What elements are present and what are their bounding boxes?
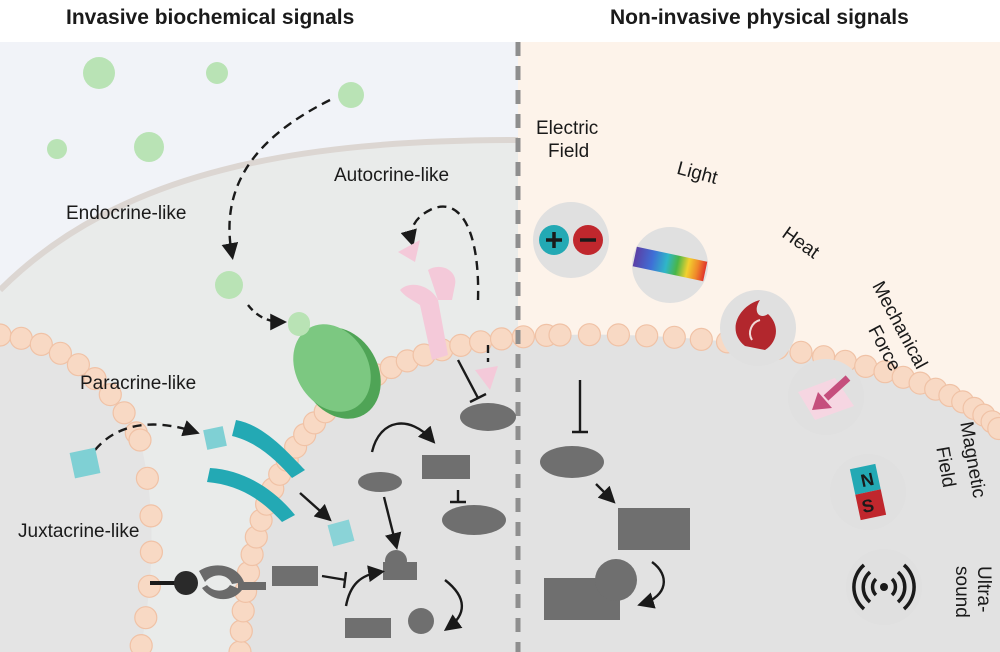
spectrum-icon xyxy=(632,227,708,303)
pressing-arrow-icon xyxy=(788,359,864,435)
endocrine-label: Endocrine-like xyxy=(66,203,187,224)
membrane-bead xyxy=(689,327,713,351)
right-pathway xyxy=(540,380,690,620)
membrane-bead xyxy=(229,619,253,643)
electric-label-line1: Electric xyxy=(536,118,599,139)
membrane-bead xyxy=(139,540,163,564)
membrane-bead xyxy=(98,383,122,407)
membrane-bead xyxy=(66,353,91,377)
autocrine-label: Autocrine-like xyxy=(334,165,450,186)
membrane-bead xyxy=(231,599,255,623)
paracrine-ligand-bound xyxy=(203,426,227,450)
membrane-bead xyxy=(606,323,631,347)
membrane-bead xyxy=(128,428,152,452)
left-heading: Invasive biochemical signals xyxy=(66,6,355,29)
pathway-arrow-4 xyxy=(443,579,463,631)
sound-wave-icon xyxy=(846,549,922,625)
ultrasound-label-line2: sound xyxy=(951,566,972,618)
ultrasound-label-line1: Ultra- xyxy=(973,566,994,613)
green-receptor xyxy=(288,314,381,419)
membrane-bead xyxy=(854,354,878,378)
membrane-bead xyxy=(662,325,686,349)
juxtacrine-label: Juxtacrine-like xyxy=(18,521,140,542)
plus-minus-charge-icon xyxy=(533,202,609,278)
endocrine-arrow-2 xyxy=(247,304,288,331)
membrane-bead xyxy=(577,323,602,347)
juxtacrine-receptor xyxy=(150,565,266,600)
electric-label-line2: Field xyxy=(548,141,590,162)
membrane-bead xyxy=(548,323,572,347)
membrane-bead xyxy=(489,327,514,351)
autocrine-arrow xyxy=(400,205,480,301)
flame-icon xyxy=(720,290,796,366)
membrane-bead xyxy=(134,606,158,630)
membrane-bead xyxy=(112,401,136,425)
endocrine-arrow xyxy=(221,98,331,260)
paracrine-arrow xyxy=(94,420,200,451)
membrane-bead xyxy=(48,341,73,365)
membrane-bead xyxy=(987,416,1000,441)
membrane-bead xyxy=(29,332,53,356)
membrane-bead xyxy=(83,367,107,391)
membrane-bead xyxy=(139,504,163,528)
pathway-arrow-3 xyxy=(344,565,385,607)
magnet-icon xyxy=(830,454,906,530)
autocrine-inhibit xyxy=(456,359,487,404)
pathway-inhibit-2 xyxy=(321,571,348,589)
pathway-arrow-1 xyxy=(370,422,436,453)
paracrine-ligand xyxy=(69,447,101,479)
paracrine-ligand-internal xyxy=(327,519,355,547)
paracrine-label: Paracrine-like xyxy=(80,373,197,394)
outer-cell-edge xyxy=(0,137,519,293)
left-pathway xyxy=(272,403,516,638)
teal-receptor xyxy=(207,420,305,522)
pink-receptor xyxy=(398,240,498,390)
right-heading: Non-invasive physical signals xyxy=(610,6,909,29)
membrane-bead xyxy=(137,574,161,598)
membrane-bead xyxy=(635,324,659,348)
pathway-arrow-2 xyxy=(382,496,402,550)
membrane-bead xyxy=(789,340,813,364)
membrane-bead xyxy=(135,466,159,490)
pathway-inhibit-1 xyxy=(450,490,466,504)
paracrine-signal-arrow xyxy=(299,492,332,522)
membrane-bead xyxy=(129,634,153,652)
membrane-bead xyxy=(449,333,473,357)
membrane-bead xyxy=(9,326,33,350)
